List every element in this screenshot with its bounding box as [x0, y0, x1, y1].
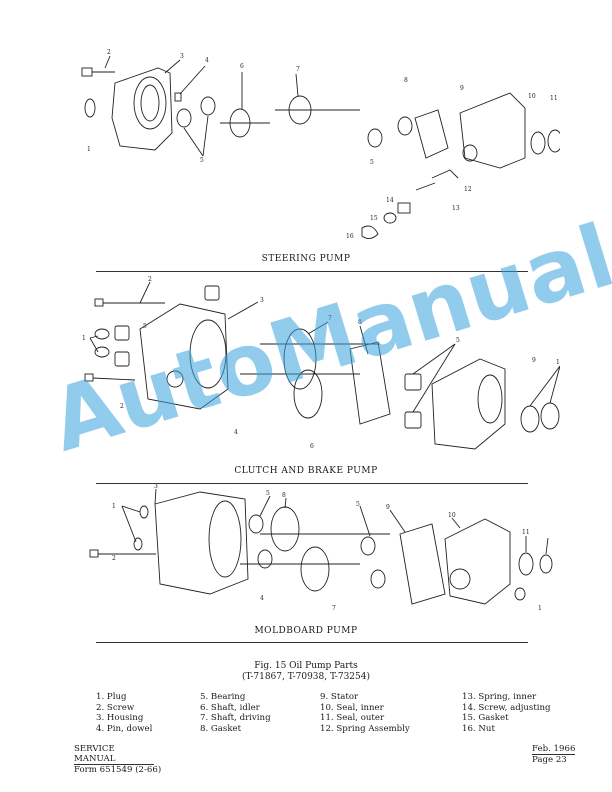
- clutch-callout-10: 10: [556, 359, 560, 366]
- steering-callout-9: 9: [460, 85, 464, 92]
- legend-item: 12. Spring Assembly: [320, 723, 410, 734]
- clutch-callout-6: 6: [310, 443, 314, 450]
- legend-item: 2. Screw: [96, 702, 135, 713]
- steering-callout-13: 13: [452, 205, 460, 212]
- footer-right: Feb. 1966 Page 23: [532, 744, 576, 765]
- legend-item: 1. Plug: [96, 692, 127, 702]
- clutch-callout-3: 3: [260, 297, 264, 304]
- legend-item: 4. Pin, dowel: [96, 723, 153, 734]
- legend-item: 15. Gasket: [462, 713, 509, 724]
- moldboard-callout-8: 9: [386, 504, 390, 511]
- clutch-callout-8: 8: [358, 319, 362, 326]
- caption-line-1: Fig. 15 Oil Pump Parts: [254, 661, 358, 671]
- legend-item: 3. Housing: [96, 713, 144, 724]
- clutch-callout-9: 9: [532, 357, 536, 364]
- moldboard-callout-10: 11: [522, 529, 530, 536]
- legend-column-2: 5. Bearing 6. Shaft, idler 7. Shaft, dri…: [200, 692, 271, 734]
- legend-item: 9. Stator: [320, 692, 359, 702]
- legend-item: 10. Seal, inner: [320, 702, 384, 713]
- legend-item: 16. Nut: [462, 723, 495, 734]
- steering-callout-11: 11: [550, 95, 558, 102]
- moldboard-callout-2: 2: [112, 555, 116, 562]
- caption-line-2: (T-71867, T-70938, T-73254): [241, 672, 370, 682]
- steering-callout-14: 14: [386, 197, 394, 204]
- moldboard-callout-7: 8: [282, 492, 286, 499]
- divider-2: [96, 483, 528, 484]
- steering-pump-title: STEERING PUMP: [261, 254, 351, 264]
- legend-item: 8. Gasket: [200, 723, 242, 734]
- steering-callout-8: 8: [404, 77, 408, 84]
- footer-date: Feb. 1966: [532, 744, 576, 755]
- moldboard-callout-1a: 1: [112, 503, 116, 510]
- moldboard-callout-3: 3: [154, 484, 158, 490]
- moldboard-callout-9: 10: [448, 512, 456, 519]
- steering-callout-4: 4: [205, 57, 209, 64]
- moldboard-pump-diagram: 1 3 5 8 5 9 10 11 2 4 7 1: [60, 484, 560, 620]
- legend-item: 14. Screw, adjusting: [462, 702, 551, 713]
- steering-callout-16: 16: [346, 233, 354, 240]
- clutch-brake-pump-diagram: 2 3 7 8 5 5 1 2 4 6 9 10: [60, 274, 560, 460]
- steering-callout-2: 2: [107, 49, 111, 56]
- clutch-callout-2b: 2: [120, 403, 124, 410]
- steering-callout-3: 3: [180, 53, 184, 60]
- footer-form-number: Form 651549 (2-66): [74, 765, 162, 775]
- footer-left: SERVICE MANUAL Form 651549 (2-66): [74, 744, 161, 775]
- moldboard-callout-6: 7: [332, 605, 336, 612]
- clutch-brake-pump-title: CLUTCH AND BRAKE PUMP: [234, 466, 378, 476]
- steering-callout-12: 12: [464, 186, 472, 193]
- legend-item: 7. Shaft, driving: [200, 713, 271, 724]
- footer-manual-title: SERVICE MANUAL: [74, 744, 154, 765]
- clutch-callout-2a: 2: [148, 276, 152, 283]
- legend-column-3: 9. Stator 10. Seal, inner 11. Seal, oute…: [320, 692, 410, 734]
- steering-pump-diagram: 2 3 4 6 7 8 9 10 11 1 5 5 12 13 14 15 16: [60, 38, 560, 250]
- clutch-callout-1: 1: [82, 335, 86, 342]
- legend-column-4: 13. Spring, inner 14. Screw, adjusting 1…: [462, 692, 551, 734]
- steering-callout-6: 6: [240, 63, 244, 70]
- moldboard-callout-4: 4: [260, 595, 264, 602]
- steering-callout-15: 15: [370, 215, 378, 222]
- moldboard-pump-title: MOLDBOARD PUMP: [254, 626, 358, 636]
- legend-item: 11. Seal, outer: [320, 713, 385, 724]
- legend-column-1: 1. Plug 2. Screw 3. Housing 4. Pin, dowe…: [96, 692, 152, 734]
- steering-callout-5b: 5: [370, 159, 374, 166]
- divider-1: [96, 271, 528, 272]
- steering-callout-5a: 5: [200, 157, 204, 164]
- clutch-callout-4: 4: [234, 429, 238, 436]
- footer-page-number: Page 23: [532, 755, 567, 765]
- legend-item: 5. Bearing: [200, 692, 246, 702]
- steering-callout-10: 10: [528, 93, 536, 100]
- clutch-callout-5: 5: [456, 337, 460, 344]
- moldboard-callout-1b: 1: [538, 605, 542, 612]
- steering-callout-7: 7: [296, 66, 300, 73]
- moldboard-callout-5a: 5: [266, 490, 270, 497]
- steering-callout-1: 1: [87, 146, 91, 153]
- legend-item: 6. Shaft, idler: [200, 702, 260, 713]
- legend-item: 13. Spring, inner: [462, 692, 537, 702]
- divider-3: [96, 642, 528, 643]
- moldboard-callout-5b: 5: [356, 501, 360, 508]
- clutch-callout-5a: 5: [143, 323, 147, 330]
- clutch-callout-7: 7: [328, 315, 332, 322]
- figure-caption: Fig. 15 Oil Pump Parts (T-71867, T-70938…: [0, 661, 612, 683]
